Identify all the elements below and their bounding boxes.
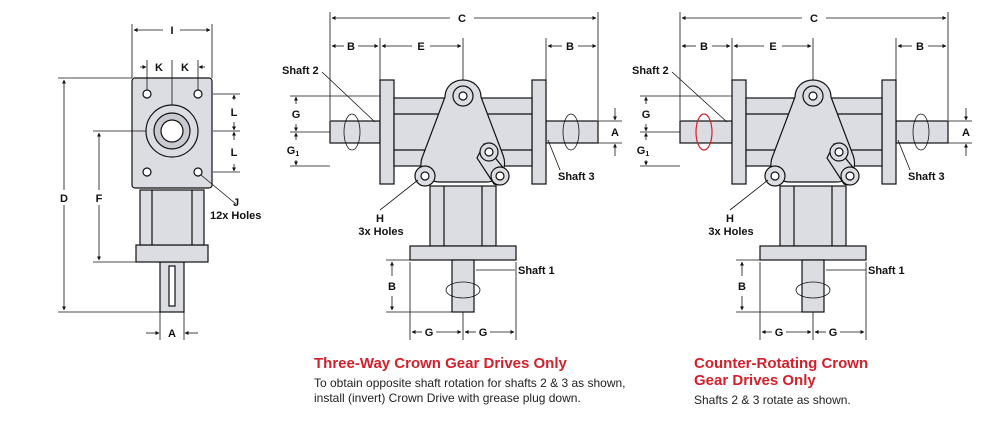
three-way-caption: Three-Way Crown Gear Drives Only To obta… — [314, 355, 674, 406]
shaft2-label: Shaft 2 — [632, 65, 669, 77]
holes-h-note: 3x Holes — [708, 226, 753, 238]
dim-d-label: D — [60, 193, 68, 205]
dim-c-label: C — [810, 13, 818, 25]
dim-g1-label: G1 — [287, 145, 300, 158]
dim-f-label: F — [96, 193, 103, 205]
side-hub-inner — [160, 119, 184, 143]
three-way-caption-line2: install (invert) Crown Drive with grease… — [314, 391, 581, 405]
shaft1-bottom — [451, 259, 475, 313]
holes-h-label: H — [726, 213, 734, 225]
dim-g-bottom-right-label: G — [829, 327, 838, 339]
counter-rotating-view: C B E B Shaft 2 Shaft 3 Shaft 1 G G1 A H… — [632, 12, 972, 340]
shaft1-label: Shaft 1 — [868, 265, 905, 277]
shaft2-label: Shaft 2 — [282, 65, 319, 77]
vertical-housing — [429, 185, 497, 247]
right-flange — [531, 79, 547, 185]
holes-h-note: 3x Holes — [358, 226, 403, 238]
dim-g-label: G — [642, 109, 651, 121]
shaft3-label: Shaft 3 — [558, 171, 595, 183]
holes-j-label: J — [233, 197, 239, 209]
dim-k-left-label: K — [155, 62, 163, 74]
dim-a-label: A — [168, 328, 176, 340]
counter-caption-title-line1: Counter-Rotating Crown — [694, 355, 869, 372]
side-hole — [193, 167, 203, 177]
dim-g1-label: G1 — [637, 145, 650, 158]
bottom-flange — [759, 245, 867, 261]
three-way-caption-body: To obtain opposite shaft rotation for sh… — [314, 376, 674, 406]
side-hole — [142, 89, 152, 99]
dim-l-top-label: L — [231, 107, 238, 119]
dim-b-vert-label: B — [738, 281, 746, 293]
dim-b-right-label: B — [916, 41, 924, 53]
dim-l-bottom-label: L — [231, 147, 238, 159]
bottom-flange — [409, 245, 517, 261]
side-dimension-labels: I K K L L D F A J 12x Holes — [60, 25, 261, 340]
dim-b-right-label: B — [566, 41, 574, 53]
counter-caption-title-line2: Gear Drives Only — [694, 372, 816, 389]
dim-a-label: A — [962, 127, 970, 139]
side-housing — [139, 189, 205, 246]
shaft2-left — [329, 120, 381, 144]
dim-g-bottom-right-label: G — [479, 327, 488, 339]
holes-h-label: H — [376, 213, 384, 225]
dim-i-label: I — [170, 25, 173, 37]
side-view — [131, 77, 213, 313]
dim-e-label: E — [769, 41, 776, 53]
three-way-caption-line1: To obtain opposite shaft rotation for sh… — [314, 376, 626, 390]
dim-k-right-label: K — [181, 62, 189, 74]
shaft2-left — [679, 120, 733, 144]
holes-j-note: 12x Holes — [210, 210, 261, 222]
three-way-view: C B E B Shaft 2 Shaft 3 Shaft 1 G G1 A H… — [282, 12, 622, 340]
left-flange — [731, 79, 747, 185]
shaft1-label: Shaft 1 — [518, 265, 555, 277]
left-flange — [379, 79, 395, 185]
side-hole — [193, 89, 203, 99]
side-lower-flange — [135, 244, 209, 263]
dim-b-vert-label: B — [388, 281, 396, 293]
shaft3-label: Shaft 3 — [908, 171, 945, 183]
side-hole — [142, 167, 152, 177]
three-way-caption-title: Three-Way Crown Gear Drives Only — [314, 355, 567, 372]
dim-a-label: A — [611, 127, 619, 139]
dim-g-label: G — [292, 109, 301, 121]
shaft3-right — [545, 120, 599, 144]
dim-b-left-label: B — [347, 41, 355, 53]
right-flange — [881, 79, 897, 185]
shaft2-rotation-arrow — [695, 113, 713, 151]
counter-caption: Counter-Rotating Crown Gear Drives Only … — [694, 355, 974, 408]
side-dimension-lines — [58, 24, 240, 340]
dim-g-bottom-left-label: G — [425, 327, 434, 339]
dim-c-label: C — [458, 13, 466, 25]
dim-b-left-label: B — [700, 41, 708, 53]
dim-e-label: E — [417, 41, 424, 53]
shaft3-right — [895, 120, 949, 144]
side-keyway — [168, 265, 176, 307]
dim-g-bottom-left-label: G — [775, 327, 784, 339]
shaft1-bottom — [801, 259, 825, 313]
counter-caption-body: Shafts 2 & 3 rotate as shown. — [694, 393, 851, 407]
vertical-housing — [779, 185, 847, 247]
